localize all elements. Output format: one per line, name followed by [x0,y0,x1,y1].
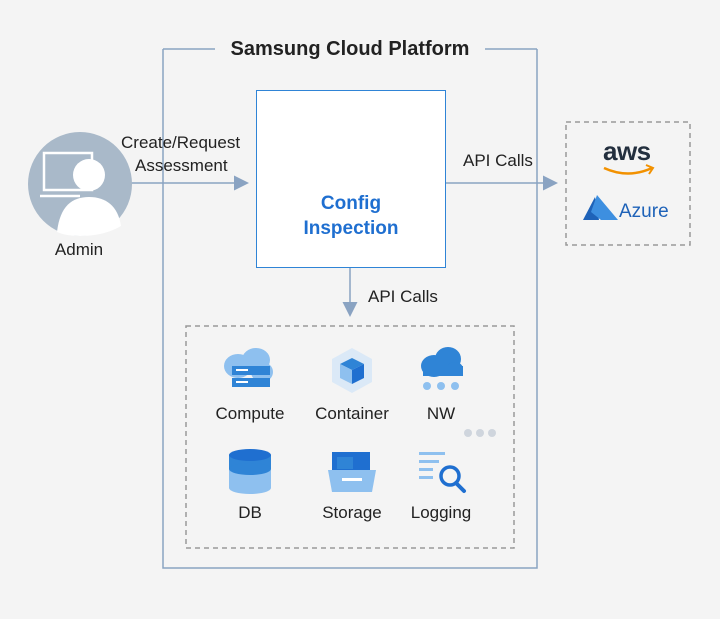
admin-label: Admin [54,240,104,259]
request-label-line1: Create/Request [121,133,241,152]
aws-smile-icon [603,166,653,175]
service-label-container: Container [315,404,389,423]
config-title-line2: Inspection [303,218,399,239]
api-calls-right-label: API Calls [463,151,533,170]
aws-logo-text: aws [603,136,651,166]
database-icon [229,449,271,494]
compute-icon [224,348,273,387]
aws-arrow-icon [645,164,655,175]
logging-icon [419,452,466,493]
more-ellipsis-icon [464,429,496,437]
external-clouds-box [565,121,691,246]
azure-logo-icon [583,195,618,220]
service-label-nw: NW [426,404,456,423]
service-label-storage: Storage [322,503,382,522]
platform-title: Samsung Cloud Platform [215,34,485,64]
service-label-compute: Compute [215,404,285,423]
azure-logo-text: Azure [619,201,669,222]
platform-frame [162,49,538,569]
storage-icon [328,452,376,492]
network-cloud-icon [421,347,463,390]
admin-avatar-icon [28,132,132,236]
api-calls-down-label: API Calls [368,287,438,306]
service-label-logging: Logging [410,503,472,522]
config-inspection-box[interactable]: Config Inspection [256,90,446,268]
request-label-line2: Assessment [135,156,228,175]
service-label-db: DB [238,503,262,522]
container-icon [332,348,372,393]
config-title-line1: Config [320,193,382,214]
